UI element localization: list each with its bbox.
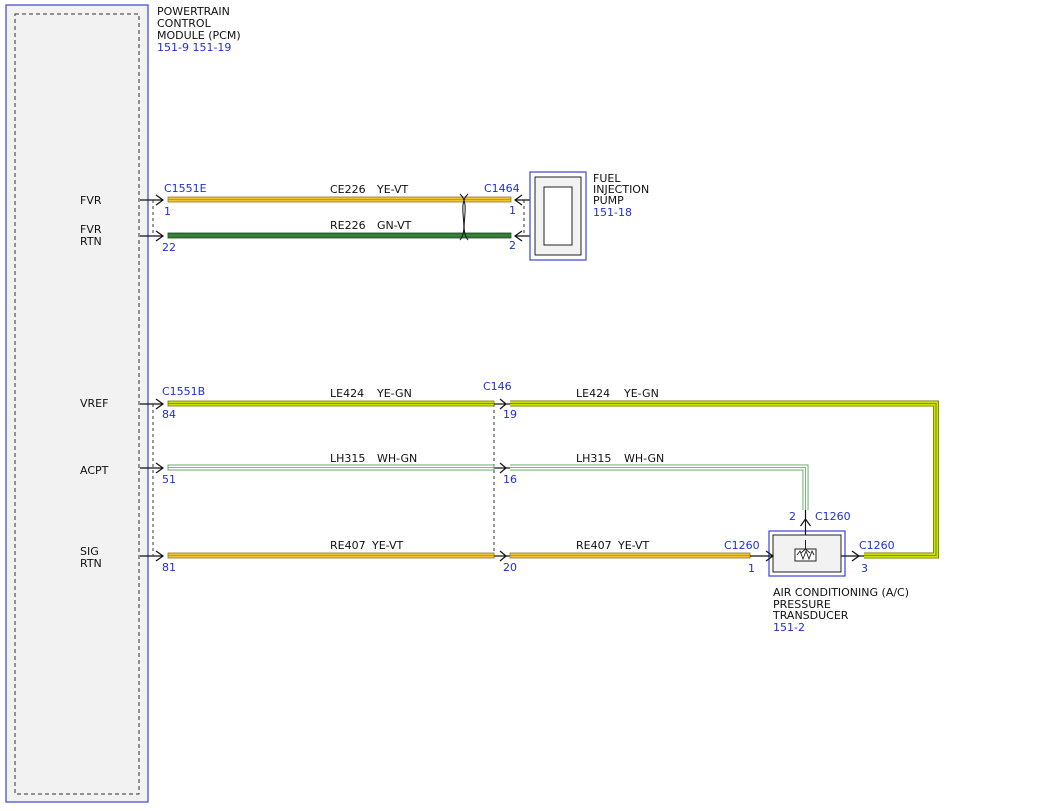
- wire-re407-a-circuit: RE407: [330, 539, 366, 552]
- ac-transducer-title-line-3: TRANSDUCER: [772, 609, 849, 622]
- c146-pin-arrows: [494, 398, 510, 562]
- ac-transducer-reference[interactable]: 151-2: [773, 621, 805, 634]
- pin-c1260-3: 3: [861, 562, 868, 575]
- wire-re226-color: GN-VT: [377, 219, 412, 232]
- pin-label-vref: VREF: [80, 397, 108, 410]
- wire-le424-a-color: YE-GN: [376, 387, 412, 400]
- pin-label-fvr-rtn-1: FVR: [80, 223, 102, 236]
- fuel-injection-pump[interactable]: [529, 171, 587, 261]
- pin-c146-16: 16: [503, 473, 517, 486]
- wire-lh315-b-color: WH-GN: [624, 452, 664, 465]
- pcm-module-inner-dashed: [14, 13, 140, 795]
- connector-c146[interactable]: C146: [483, 380, 512, 393]
- wire-lh315-b-circuit: LH315: [576, 452, 611, 465]
- wire-re407-b[interactable]: [509, 552, 751, 559]
- fuel-pump-title-line-3: PUMP: [593, 194, 624, 207]
- wire-lh315-a-circuit: LH315: [330, 452, 365, 465]
- wire-re407-b-color: YE-VT: [617, 539, 650, 552]
- pcm-pin-arrows: [140, 194, 165, 562]
- pin-c1260-2: 2: [789, 510, 796, 523]
- wire-le424-a-circuit: LE424: [330, 387, 364, 400]
- fuel-pump-title-line-2: INJECTION: [593, 183, 649, 196]
- connector-c1260-pin2[interactable]: C1260: [815, 510, 851, 523]
- connector-c1260-pin1[interactable]: C1260: [724, 539, 760, 552]
- pin-c1464-1: 1: [509, 204, 516, 217]
- pcm-title-line-2: CONTROL: [157, 17, 212, 30]
- pcm-module-border: [5, 4, 149, 803]
- pin-c1551b-81: 81: [162, 561, 176, 574]
- c1260-pin-arrows: [750, 510, 864, 562]
- pin-label-fvr: FVR: [80, 194, 102, 207]
- wire-lh315-a[interactable]: [167, 464, 495, 471]
- pin-c1260-1: 1: [748, 562, 755, 575]
- connector-c1260-pin3[interactable]: C1260: [859, 539, 895, 552]
- pcm-title-line-1: POWERTRAIN: [157, 5, 230, 18]
- pin-c146-20: 20: [503, 561, 517, 574]
- fuel-pump-reference[interactable]: 151-18: [593, 206, 632, 219]
- wire-le424-b-circuit: LE424: [576, 387, 610, 400]
- pcm-module: [5, 4, 149, 803]
- pin-label-sig-rtn-2: RTN: [80, 557, 102, 570]
- pin-label-fvr-rtn-2: RTN: [80, 235, 102, 248]
- wire-ce226[interactable]: [167, 196, 512, 203]
- pin-c1551e-1: 1: [164, 205, 171, 218]
- wire-lh315-b[interactable]: [510, 464, 809, 511]
- wire-ce226-color: YE-VT: [376, 183, 409, 196]
- wire-le424-a[interactable]: [167, 400, 495, 407]
- pin-label-sig-rtn-1: SIG: [80, 545, 99, 558]
- ac-transducer-title-line-1: AIR CONDITIONING (A/C): [773, 586, 909, 599]
- wire-le424-b[interactable]: [510, 400, 939, 559]
- wire-re407-a-color: YE-VT: [371, 539, 404, 552]
- pin-c146-19: 19: [503, 408, 517, 421]
- wire-lh315-a-color: WH-GN: [377, 452, 417, 465]
- pin-c1551e-22: 22: [162, 241, 176, 254]
- wire-re226-circuit: RE226: [330, 219, 366, 232]
- twisted-pair-symbol: [459, 193, 469, 241]
- pin-label-acpt: ACPT: [80, 464, 109, 477]
- wire-re407-b-circuit: RE407: [576, 539, 612, 552]
- pcm-title-line-3: MODULE (PCM): [157, 29, 241, 42]
- wire-re226[interactable]: [167, 232, 512, 239]
- pin-c1464-2: 2: [509, 239, 516, 252]
- ac-transducer-title-line-2: PRESSURE: [773, 598, 831, 611]
- fuel-pump-title-line-1: FUEL: [593, 172, 621, 185]
- pin-c1551b-84: 84: [162, 408, 176, 421]
- pcm-reference[interactable]: 151-9 151-19: [157, 41, 231, 54]
- pin-c1551b-51: 51: [162, 473, 176, 486]
- wire-ce226-circuit: CE226: [330, 183, 366, 196]
- connector-c1551e[interactable]: C1551E: [164, 182, 207, 195]
- ac-pressure-transducer[interactable]: [768, 530, 846, 577]
- connector-c1464[interactable]: C1464: [484, 182, 520, 195]
- wire-le424-b-color: YE-GN: [623, 387, 659, 400]
- connector-c1551b[interactable]: C1551B: [162, 385, 205, 398]
- wire-re407-a[interactable]: [167, 552, 495, 559]
